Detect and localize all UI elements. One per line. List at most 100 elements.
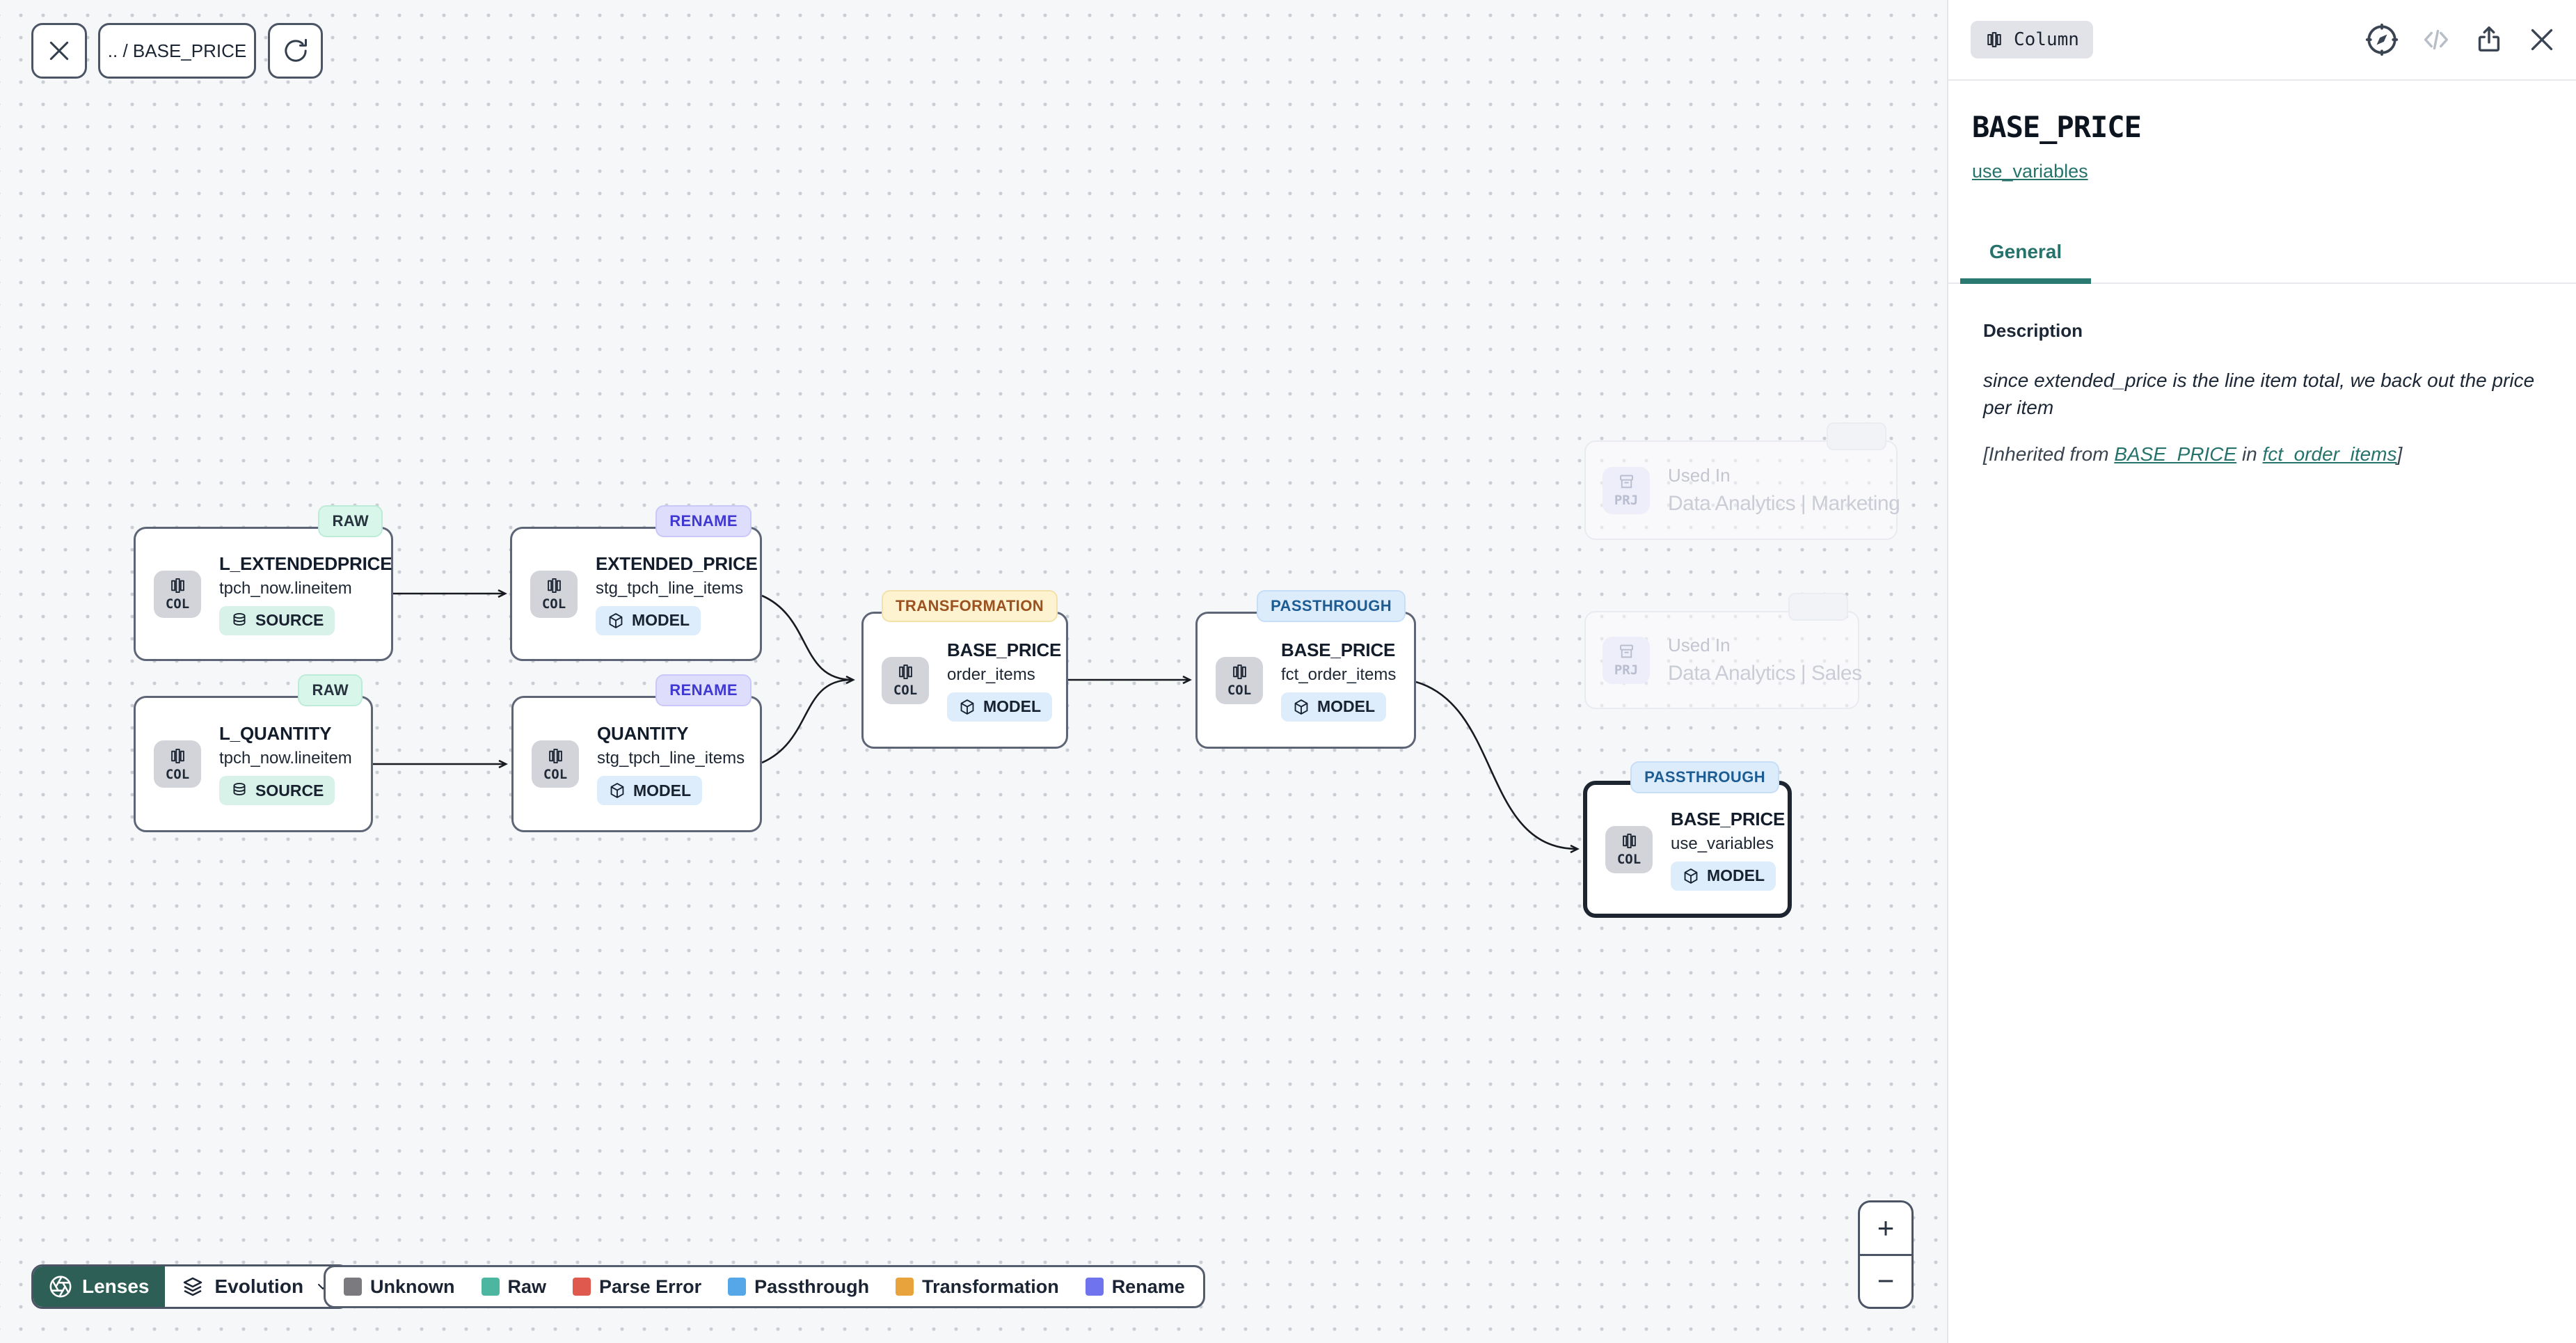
chip-label: COL [1616,852,1641,867]
used-in-card-sales[interactable]: PRJ Used In Data Analytics | Sales [1584,593,1862,709]
inherited-model-link[interactable]: fct_order_items [2262,443,2397,466]
node-title: L_EXTENDEDPRICE [219,553,392,574]
refresh-icon [282,37,310,65]
legend-item: Rename [1085,1276,1185,1298]
legend: Unknown Raw Parse Error Passthrough Tran… [324,1265,1205,1308]
zoom-control: + − [1858,1200,1914,1309]
cube-icon [608,781,626,800]
node-title: QUANTITY [597,723,689,744]
node-title: BASE_PRICE [1671,808,1786,829]
status-badge: RENAME [655,674,752,706]
columns-icon [168,576,187,595]
lens-selector: Lenses Evolution [31,1264,351,1309]
lens-dropdown[interactable]: Evolution [165,1266,349,1307]
node-extended-price[interactable]: RENAME COL EXTENDED_PRICE stg_tpch_line_… [510,505,762,661]
layers-icon [182,1276,204,1298]
chip-label: PRJ [1614,662,1639,678]
node-base-price-order-items[interactable]: TRANSFORMATION COL BASE_PRICE order_item… [861,590,1068,749]
node-subtitle: order_items [947,665,1035,684]
cube-icon [958,698,976,716]
column-chip: COL [530,570,578,618]
close-panel-button[interactable] [2526,24,2558,56]
node-subtitle: fct_order_items [1281,665,1397,684]
explore-lineage-button[interactable] [2364,22,2399,57]
detail-panel: Column BASE_PRICE use_variables [1947,0,2576,1343]
node-title: EXTENDED_PRICE [596,553,758,574]
used-in-name: Data Analytics | Sales [1668,662,1862,685]
node-base-price-use-variables-selected[interactable]: PASSTHROUGH COL BASE_PRICE use_variables… [1583,761,1792,918]
node-title: L_QUANTITY [219,723,332,744]
legend-swatch [481,1278,500,1296]
model-pill: MODEL [596,605,701,635]
used-in-card-marketing[interactable]: PRJ Used In Data Analytics | Marketing [1584,422,1900,540]
status-badge: PASSTHROUGH [1257,590,1406,622]
inherited-column-link[interactable]: BASE_PRICE [2114,443,2237,466]
project-chip: PRJ [1603,636,1650,684]
close-icon [45,37,73,65]
close-canvas-button[interactable] [31,23,87,79]
status-badge: PASSTHROUGH [1630,761,1779,793]
panel-header: Column [1948,0,2576,81]
used-in-label: Used In [1668,465,1731,486]
zoom-out-button[interactable]: − [1860,1253,1911,1308]
node-base-price-fct-order-items[interactable]: PASSTHROUGH COL BASE_PRICE fct_order_ite… [1195,590,1416,749]
chip-label: COL [1227,683,1252,698]
node-subtitle: use_variables [1671,834,1774,853]
chip-label: COL [893,683,918,698]
legend-item: Unknown [344,1276,455,1298]
lineage-canvas[interactable]: .. / BASE_PRICE PRJ Used In Data Analyti… [0,0,1947,1343]
cube-icon [607,612,625,630]
breadcrumb[interactable]: .. / BASE_PRICE [98,23,256,79]
panel-tabs: General [1948,241,2576,284]
used-in-label: Used In [1668,635,1731,655]
columns-icon [545,576,564,595]
ghost-badge [1788,593,1848,621]
node-title: BASE_PRICE [1281,639,1396,660]
column-chip: COL [882,656,929,704]
compass-icon [2364,22,2399,57]
description-label: Description [1983,320,2083,341]
source-pill: SOURCE [219,605,335,635]
chip-label: COL [165,596,190,612]
node-l-extendedprice[interactable]: RAW COL L_EXTENDEDPRICE tpch_now.lineite… [134,505,393,661]
legend-swatch [573,1278,591,1296]
project-icon [1617,472,1636,491]
columns-icon [1230,662,1249,681]
legend-item: Transformation [896,1276,1059,1298]
node-title: BASE_PRICE [947,639,1062,660]
cube-icon [1682,867,1700,885]
edge [761,594,855,685]
model-pill: MODEL [947,692,1053,722]
ghost-badge [1827,422,1886,450]
node-subtitle: tpch_now.lineitem [219,578,352,598]
panel-title: BASE_PRICE [1972,110,2142,144]
column-chip: COL [532,740,579,788]
breadcrumb-label: .. / BASE_PRICE [107,40,247,61]
model-pill: MODEL [597,776,703,805]
tab-general[interactable]: General [1960,241,2091,284]
database-icon [230,781,248,800]
refresh-button[interactable] [268,23,323,79]
node-subtitle: stg_tpch_line_items [597,749,745,768]
share-button[interactable] [2473,24,2505,56]
model-pill: MODEL [1281,692,1387,722]
edge [1415,681,1580,854]
model-pill: MODEL [1671,861,1776,891]
model-link[interactable]: use_variables [1972,161,2088,182]
chip-label: COL [165,766,190,782]
zoom-in-button[interactable]: + [1877,1211,1895,1244]
lenses-button[interactable]: Lenses [33,1266,165,1307]
status-badge: RAW [298,674,363,706]
columns-icon [896,662,915,681]
cube-icon [1292,698,1310,716]
columns-icon [1620,832,1639,850]
column-chip: COL [154,740,201,788]
legend-item: Parse Error [573,1276,701,1298]
node-l-quantity[interactable]: RAW COL L_QUANTITY tpch_now.lineitem SOU… [134,674,373,832]
view-code-button[interactable] [2420,24,2452,56]
node-quantity[interactable]: RENAME COL QUANTITY stg_tpch_line_items … [511,674,762,832]
chip-label: COL [543,766,568,782]
entity-type-badge: Column [1971,21,2093,58]
chip-label: COL [541,596,566,612]
